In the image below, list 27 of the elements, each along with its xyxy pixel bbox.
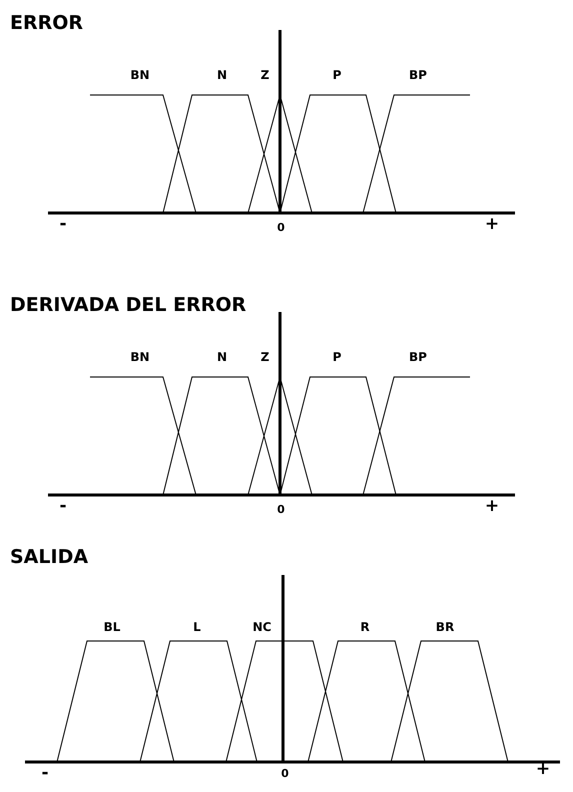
set-label: BL [104,620,120,634]
set-label: BR [436,620,454,634]
axis-tick-label: 0 [277,504,285,515]
set-label: Z [260,350,270,364]
axis-sign: + [484,216,500,233]
axis-tick-label: 0 [281,768,289,779]
chart-heading: SALIDA [10,546,88,568]
axis-sign: - [59,498,67,515]
set-label: BN [130,68,150,82]
axis-sign: + [484,498,500,515]
set-label: BP [409,350,427,364]
set-label: P [332,350,342,364]
axis-tick-label: 0 [277,222,285,233]
set-label: Z [260,68,270,82]
axis-sign: - [59,216,67,233]
set-label: N [216,68,228,82]
set-label: N [216,350,228,364]
set-label: NC [252,620,272,634]
set-label: L [193,620,201,634]
chart-heading: DERIVADA DEL ERROR [10,294,246,316]
axis-sign: - [41,765,49,782]
set-label: BN [130,350,150,364]
set-label: P [332,68,342,82]
axis-sign: + [536,761,550,778]
chart-heading: ERROR [10,12,84,34]
set-label: BP [409,68,427,82]
set-label: R [360,620,370,634]
